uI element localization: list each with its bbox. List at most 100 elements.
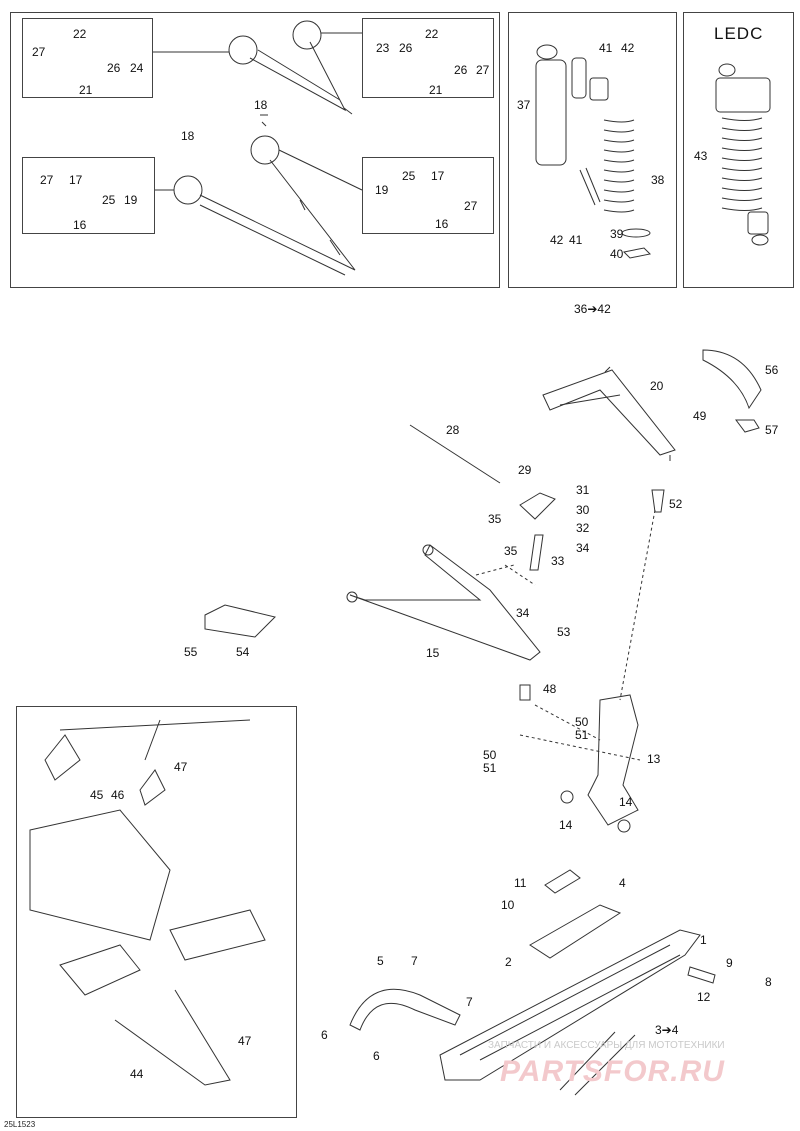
callout-21: 21 [429, 83, 443, 97]
callout-35: 35 [504, 544, 518, 558]
callout-17: 17 [431, 169, 445, 183]
callout-8: 8 [765, 975, 772, 989]
callout-10: 10 [501, 898, 515, 912]
callout-31: 31 [576, 483, 590, 497]
callout-56: 56 [765, 363, 779, 377]
ledc-shock-panel [683, 12, 794, 288]
upper-bushing-kit-right-panel [362, 18, 494, 98]
callout-19: 19 [124, 193, 138, 207]
callout-55: 55 [184, 645, 198, 659]
shock-absorber-drawing [535, 44, 652, 259]
callout-32: 32 [576, 521, 590, 535]
lower-bushing-kit-right-panel [362, 157, 494, 234]
callout-27: 27 [476, 63, 490, 77]
callout-7: 7 [411, 954, 418, 968]
callout-27: 27 [40, 173, 54, 187]
callout-30: 30 [576, 503, 590, 517]
callout-23: 23 [376, 41, 390, 55]
watermark-brand: PARTSFOR.RU [500, 1055, 725, 1088]
callout-17: 17 [69, 173, 83, 187]
callout-16: 16 [435, 217, 449, 231]
callout-20: 20 [650, 379, 664, 393]
callout-27: 27 [32, 45, 46, 59]
callout-43: 43 [694, 149, 708, 163]
callout-34: 34 [516, 606, 530, 620]
shock-absorber-panel [508, 12, 677, 288]
ski-handle-drawing [349, 988, 461, 1031]
callout-46: 46 [111, 788, 125, 802]
callout-6: 6 [321, 1028, 328, 1042]
callout-12: 12 [697, 990, 711, 1004]
callout-49: 49 [693, 409, 707, 423]
callout-45: 45 [90, 788, 104, 802]
lower-a-arm-drawing [155, 114, 363, 276]
callout-4: 4 [619, 876, 626, 890]
upper-a-arm-assembly-drawing [542, 349, 762, 461]
a-arm-kit-panel [10, 12, 500, 288]
callout-22: 22 [425, 27, 439, 41]
callout-40: 40 [610, 247, 624, 261]
ledc-shock-drawing [715, 63, 771, 246]
callout-48: 48 [543, 682, 557, 696]
callout-50: 50 [483, 748, 497, 762]
callout-54: 54 [236, 645, 250, 659]
callout-14: 14 [559, 818, 573, 832]
callout-53: 53 [557, 625, 571, 639]
callout-29: 29 [518, 463, 532, 477]
frame-mounting-panel [16, 706, 297, 1118]
ledc-title: LEDC [714, 24, 764, 43]
callout-21: 21 [79, 83, 93, 97]
callout-51: 51 [483, 761, 497, 775]
lower-bushing-kit-left-panel [22, 157, 155, 234]
callout-24: 24 [130, 61, 144, 75]
callout-42: 42 [550, 233, 564, 247]
callout-39: 39 [610, 227, 624, 241]
callout-25: 25 [402, 169, 416, 183]
callout-25: 25 [102, 193, 116, 207]
callout-33: 33 [551, 554, 565, 568]
support-bracket-drawing [204, 604, 276, 638]
steering-rod-drawing [409, 424, 501, 484]
callout-5: 5 [377, 954, 384, 968]
lower-a-arm-assembly-drawing [346, 544, 541, 661]
callout-18: 18 [254, 98, 268, 112]
frame-drawing [29, 719, 266, 1086]
callout-14: 14 [619, 795, 633, 809]
callout-57: 57 [765, 423, 779, 437]
callout-2: 2 [505, 955, 512, 969]
figure-code: 25L1523 [4, 1120, 36, 1129]
callout-3-to-4: 3➔4 [655, 1023, 679, 1037]
callout-37: 37 [517, 98, 531, 112]
callout-18: 18 [181, 129, 195, 143]
callout-19: 19 [375, 183, 389, 197]
callout-11: 11 [514, 876, 527, 890]
callout-28: 28 [446, 423, 460, 437]
callout-27: 27 [464, 199, 478, 213]
callout-52: 52 [669, 497, 683, 511]
callout-22: 22 [73, 27, 87, 41]
callout-42: 42 [621, 41, 635, 55]
callout-47: 47 [238, 1034, 252, 1048]
stabilizer-link-drawing [519, 492, 556, 571]
callout-13: 13 [647, 752, 661, 766]
callout-26: 26 [454, 63, 468, 77]
shock-range-label: 36➔42 [574, 302, 611, 316]
spindle-drawing [519, 489, 665, 833]
callout-41: 41 [569, 233, 583, 247]
callout-15: 15 [426, 646, 440, 660]
upper-a-arm-drawing [153, 20, 362, 115]
callout-9: 9 [726, 956, 733, 970]
callout-1: 1 [700, 933, 707, 947]
callout-35: 35 [488, 512, 502, 526]
callout-26: 26 [107, 61, 121, 75]
callout-51: 51 [575, 728, 589, 742]
callout-44: 44 [130, 1067, 144, 1081]
upper-bushing-kit-left-panel [22, 18, 153, 98]
callout-34: 34 [576, 541, 590, 555]
callout-26: 26 [399, 41, 413, 55]
watermark-caption: ЗАПЧАСТИ И АКСЕССУАРЫ ДЛЯ МОТОТЕХНИКИ [488, 1040, 725, 1051]
callout-7: 7 [466, 995, 473, 1009]
callout-50: 50 [575, 715, 589, 729]
